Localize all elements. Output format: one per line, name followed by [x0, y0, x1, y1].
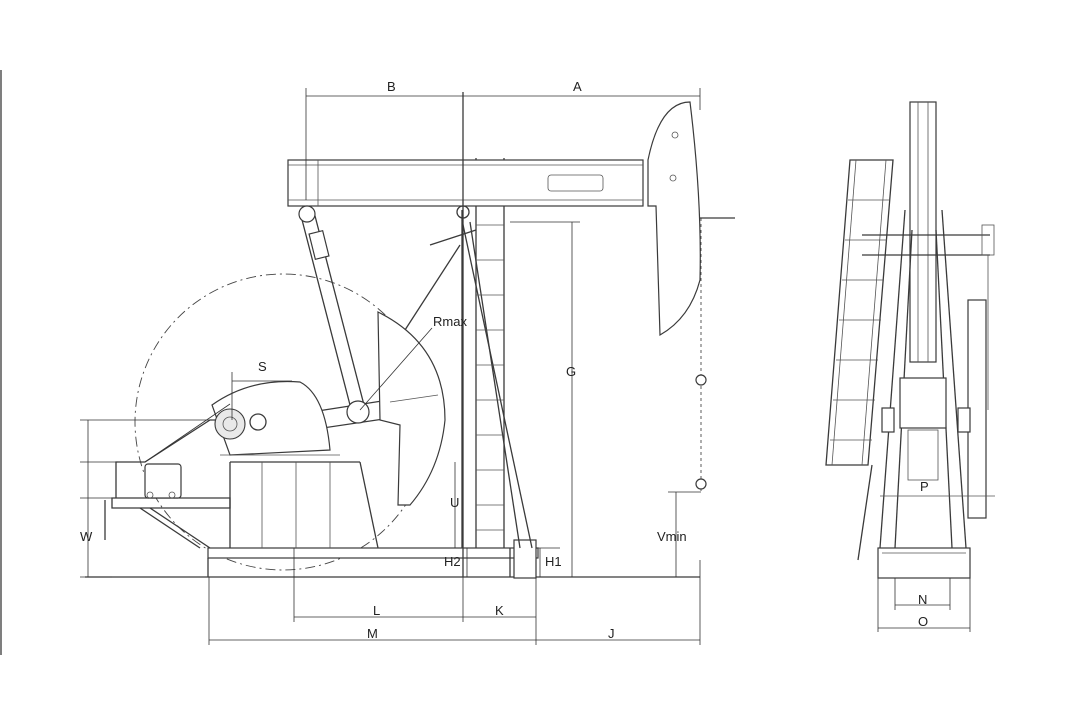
dimension-lines [80, 88, 701, 645]
base-frame [207, 461, 539, 579]
label-g: G [566, 364, 576, 379]
front-view [825, 101, 995, 632]
label-u: U [450, 495, 459, 510]
label-n: N [918, 592, 927, 607]
carrier-bar [695, 218, 707, 492]
horsehead [647, 101, 735, 337]
label-b: B [387, 79, 396, 94]
front-base [877, 547, 971, 579]
front-tower [862, 101, 995, 549]
label-j: J [608, 626, 615, 641]
brake-assembly [104, 419, 231, 549]
label-l: L [373, 603, 380, 618]
pitman-arm [298, 205, 365, 406]
gearbox [211, 380, 340, 456]
samson-post-ladder [404, 158, 533, 549]
label-h1: H1 [545, 554, 562, 569]
label-m: M [367, 626, 378, 641]
label-p: P [920, 479, 929, 494]
label-a: A [573, 79, 582, 94]
front-dimension-lines [877, 578, 971, 632]
front-ladder [825, 159, 894, 561]
rmax-leader [359, 327, 433, 411]
radius-line [144, 403, 231, 463]
label-rmax: Rmax [433, 314, 467, 329]
label-o: O [918, 614, 928, 629]
label-vmin: Vmin [657, 529, 687, 544]
label-s: S [258, 359, 267, 374]
label-k: K [495, 603, 504, 618]
label-w: W [80, 529, 93, 544]
walking-beam [287, 92, 644, 577]
side-view [80, 88, 735, 645]
label-h2: H2 [444, 554, 461, 569]
